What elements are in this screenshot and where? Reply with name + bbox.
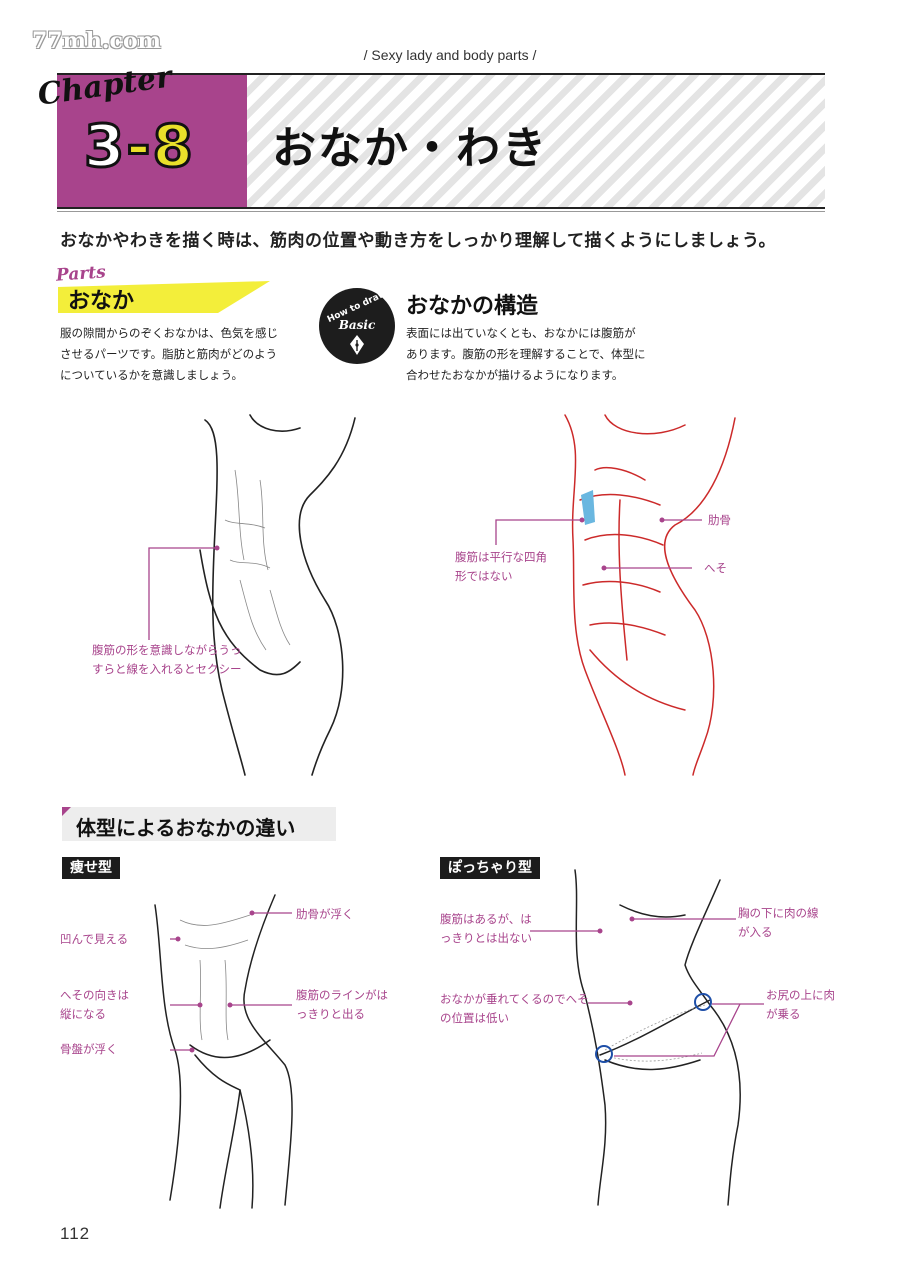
structure-title: おなかの構造 (406, 294, 539, 319)
section-heading: 体型によるおなかの違い (76, 816, 296, 840)
thin-abs-label: 腹筋のラインがはっきりと出る (296, 988, 388, 1021)
chubby-abs-label: 腹筋はあるが、はっきりとは出ない (440, 912, 532, 945)
running-head: / Sexy lady and body parts / (363, 47, 537, 63)
thin-torso-illustration (154, 894, 293, 1209)
thin-navel-label: へその向きは縦になる (60, 988, 129, 1021)
thin-type-tag: 痩せ型 (62, 857, 120, 879)
chapter-title: おなか・わき (272, 123, 548, 174)
thin-rib-label: 肋骨が浮く (296, 907, 354, 921)
chubby-chest-label: 胸の下に肉の線が入る (738, 906, 819, 939)
chapter-number-major: 3 (82, 111, 127, 182)
chapter-number-minor: 8 (151, 111, 195, 182)
abs-leader-line (148, 545, 220, 640)
how-to-draw-badge-bottom: Basic (338, 318, 376, 332)
chubby-leader-lines (530, 916, 764, 1057)
thin-hollow-label: 凹んで見える (60, 932, 129, 946)
intro-text: おなかやわきを描く時は、筋肉の位置や動き方をしっかり理解して描くようにしましょう… (60, 231, 776, 251)
chapter-number-dash: - (125, 111, 153, 182)
chubby-torso-illustration (574, 869, 741, 1206)
structure-description: 表面には出ていなくとも、おなかには腹筋があります。腹筋の形を理解することで、体型… (406, 326, 646, 382)
chubby-navel-label: おなかが垂れてくるのでへその位置は低い (440, 992, 589, 1025)
rib-label: 肋骨 (708, 513, 731, 527)
abs-shape-label: 腹筋は平行な四角形ではない (455, 550, 547, 583)
chubby-hip-label: お尻の上に肉が乗る (766, 988, 835, 1021)
thin-leader-lines (170, 910, 292, 1053)
thin-pelvis-label: 骨盤が浮く (60, 1042, 118, 1056)
abs-label: 腹筋の形を意識しながらうっすらと線を入れるとセクシー (92, 643, 242, 676)
parts-description: 服の隙間からのぞくおなかは、色気を感じさせるパーツです。脂肪と筋肉がどのようにつ… (60, 326, 279, 382)
chapter-number: 3-8 (82, 111, 195, 182)
how-to-draw-badge: How to draw Basic (319, 288, 395, 364)
page-number: 112 (60, 1224, 91, 1243)
anatomy-illustration (564, 414, 736, 776)
parts-highlight-band (58, 281, 270, 313)
header-rule-top (57, 73, 825, 75)
anatomy-leader-lines (495, 517, 702, 571)
header-rule-bottom-thin (57, 211, 825, 212)
section-heading-mark (62, 807, 71, 816)
watermark: 77mh.com (32, 28, 161, 54)
chubby-type-tag: ぽっちゃり型 (440, 857, 540, 879)
navel-label: へそ (704, 561, 727, 575)
pen-nib-icon (350, 335, 364, 355)
parts-title: おなか (68, 289, 135, 314)
torso-illustration (199, 414, 356, 776)
header-rule-bottom (57, 207, 825, 209)
chapter-box (57, 75, 247, 207)
title-band (247, 75, 825, 207)
section-heading-box (62, 807, 336, 841)
